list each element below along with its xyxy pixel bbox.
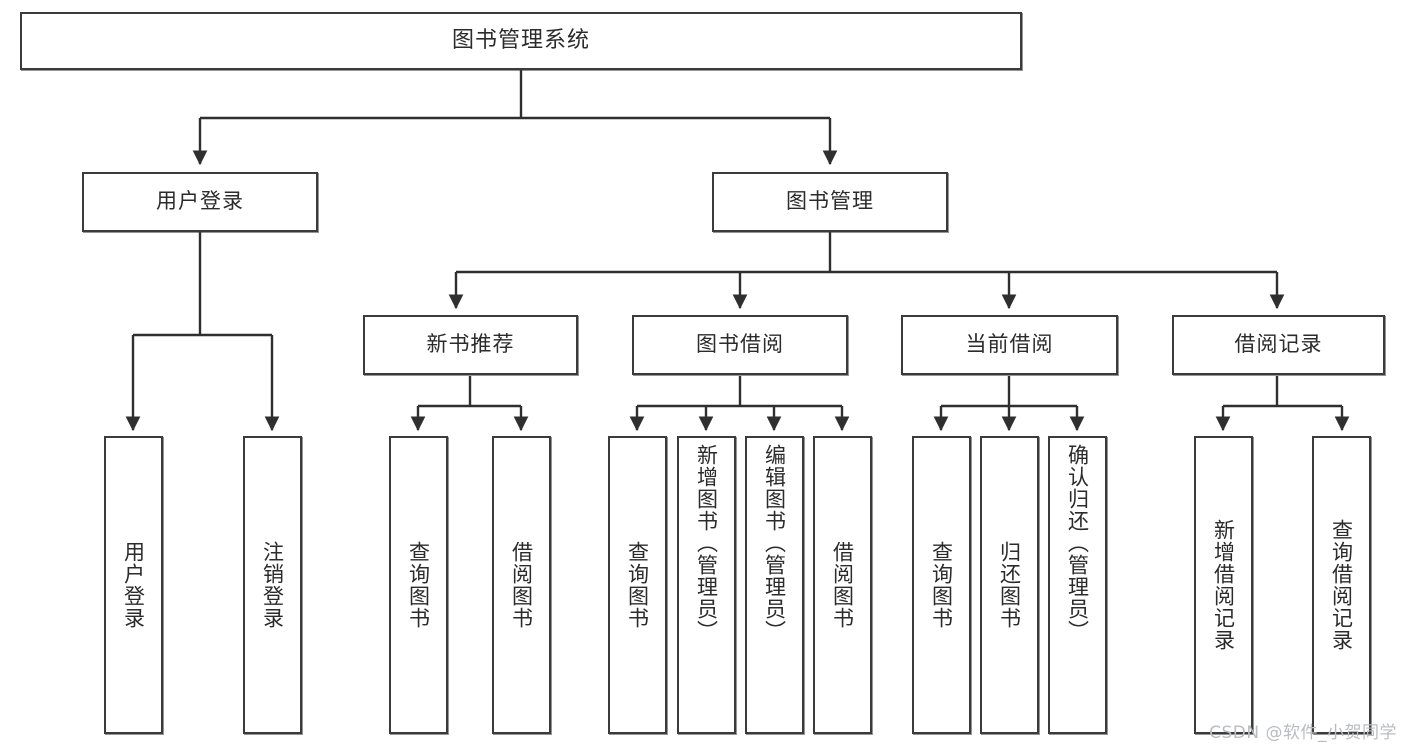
node-leaf-add-book-label: 新增图书（管理员） [694,444,719,642]
node-leaf-return-book-label: 归还图书 [997,541,1022,629]
node-leaf-user-login-label: 用户登录 [121,541,146,629]
node-borrow-record-label: 借阅记录 [1234,332,1323,357]
node-leaf-logout-login-label: 注销登录 [260,541,285,629]
node-leaf-edit-book[interactable]: 编辑图书（管理员） [745,436,804,734]
node-leaf-user-login[interactable]: 用户登录 [104,436,163,734]
node-book-borrow[interactable]: 图书借阅 [632,315,848,375]
node-leaf-confirm-return-label: 确认归还（管理员） [1065,444,1090,642]
node-leaf-query-record[interactable]: 查询借阅记录 [1312,436,1371,734]
node-leaf-return-book[interactable]: 归还图书 [980,436,1039,734]
node-leaf-add-book[interactable]: 新增图书（管理员） [677,436,736,734]
node-leaf-query-book-2[interactable]: 查询图书 [608,436,667,734]
node-leaf-borrow-book-1[interactable]: 借阅图书 [492,436,551,734]
node-leaf-query-book-3[interactable]: 查询图书 [912,436,971,734]
node-leaf-query-book-1[interactable]: 查询图书 [389,436,448,734]
node-leaf-query-book-1-label: 查询图书 [406,541,431,629]
node-root[interactable]: 图书管理系统 [20,12,1022,70]
node-leaf-logout-login[interactable]: 注销登录 [243,436,302,734]
node-user-login[interactable]: 用户登录 [82,172,318,232]
node-leaf-add-record-label: 新增借阅记录 [1211,519,1236,651]
node-leaf-borrow-book-1-label: 借阅图书 [509,541,534,629]
node-book-borrow-label: 图书借阅 [696,332,784,357]
node-book-manage[interactable]: 图书管理 [712,172,948,232]
node-current-borrow[interactable]: 当前借阅 [901,315,1118,375]
node-new-book-recommend[interactable]: 新书推荐 [363,315,578,375]
node-leaf-edit-book-label: 编辑图书（管理员） [762,444,787,642]
node-root-label: 图书管理系统 [451,27,590,53]
node-leaf-borrow-book-2-label: 借阅图书 [830,541,855,629]
node-leaf-query-book-3-label: 查询图书 [929,541,954,629]
node-leaf-confirm-return[interactable]: 确认归还（管理员） [1048,436,1107,734]
node-leaf-query-book-2-label: 查询图书 [625,541,650,629]
node-leaf-query-record-label: 查询借阅记录 [1329,519,1354,651]
node-leaf-borrow-book-2[interactable]: 借阅图书 [813,436,872,734]
node-book-manage-label: 图书管理 [786,189,874,214]
node-current-borrow-label: 当前借阅 [965,332,1054,357]
node-borrow-record[interactable]: 借阅记录 [1172,315,1385,375]
watermark: CSDN @软件_小贺同学 [1209,723,1397,743]
node-new-book-recommend-label: 新书推荐 [426,332,515,357]
node-leaf-add-record[interactable]: 新增借阅记录 [1194,436,1253,734]
node-user-login-label: 用户登录 [156,189,244,214]
